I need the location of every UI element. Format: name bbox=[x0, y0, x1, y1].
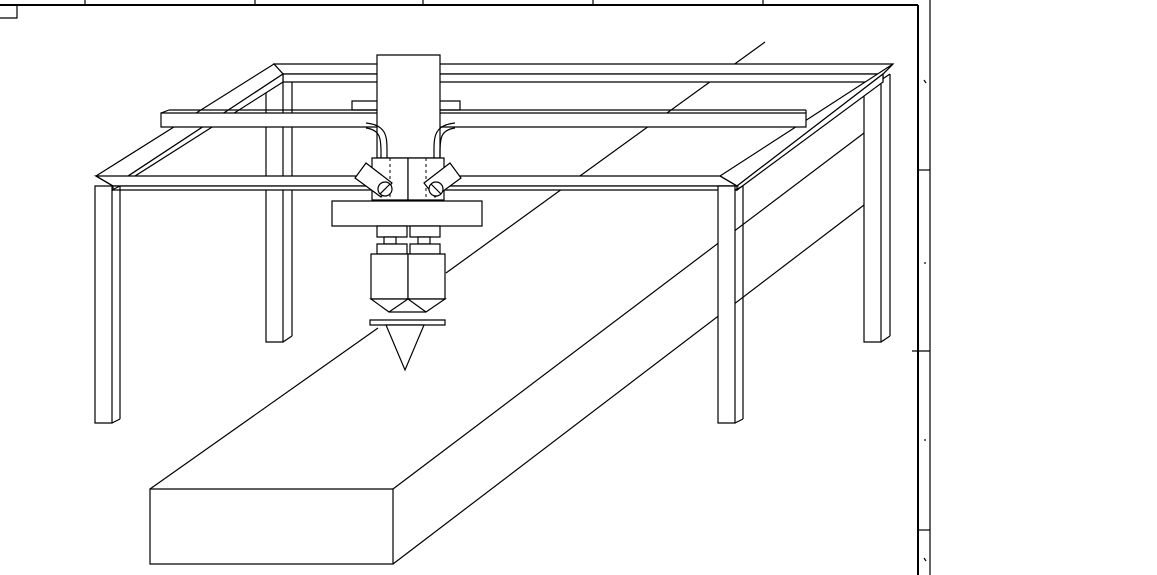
print-slab bbox=[150, 42, 864, 564]
front-legs bbox=[95, 186, 743, 423]
sheet-border bbox=[0, 0, 930, 575]
gantry-cross-beam bbox=[161, 101, 806, 127]
edge-ticks bbox=[924, 80, 926, 561]
print-head bbox=[332, 55, 482, 370]
